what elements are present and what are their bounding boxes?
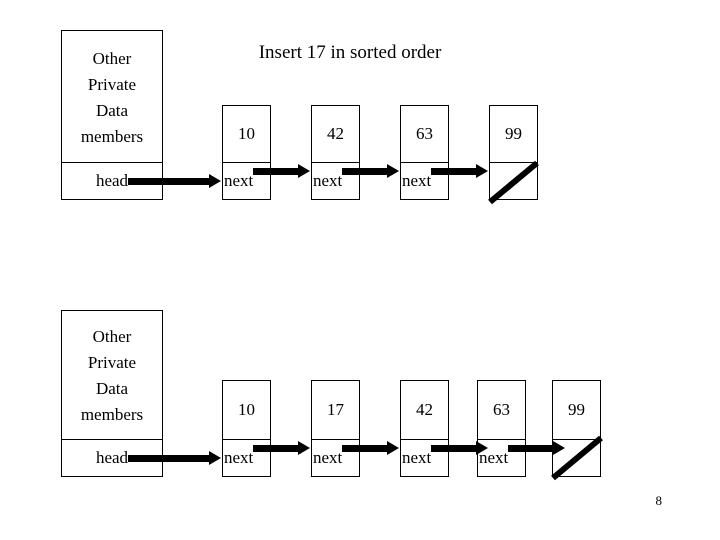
node-link-arrow-before-2	[431, 164, 488, 178]
node-value: 42	[416, 400, 433, 419]
head-pointer-cell-before: head	[62, 162, 162, 199]
node-link-arrow-after-2	[431, 441, 488, 455]
node-value: 99	[505, 124, 522, 143]
list-node-after-3: 63 next	[477, 380, 526, 477]
page-title: Insert 17 in sorted order	[258, 42, 442, 63]
node-next-cell: next	[223, 439, 270, 476]
node-value: 17	[327, 400, 344, 419]
node-next-label: next	[313, 448, 343, 467]
node-next-cell: next	[312, 439, 359, 476]
object-box-after: Other Private Data members head	[61, 310, 163, 477]
object-data-line: Data	[95, 100, 129, 120]
object-private-data-after: Other Private Data members	[62, 311, 162, 439]
list-node-after-1: 17 next	[311, 380, 360, 477]
node-value: 99	[568, 400, 585, 419]
node-link-arrow-before-1	[342, 164, 399, 178]
object-data-line: members	[80, 405, 144, 424]
head-pointer-cell-after: head	[62, 439, 162, 476]
object-data-line: Other	[92, 48, 132, 68]
list-node-before-2: 63 next	[400, 105, 449, 200]
node-value: 63	[416, 124, 433, 143]
list-node-after-0: 10 next	[222, 380, 271, 477]
object-data-line: members	[80, 126, 144, 146]
node-next-label: next	[224, 171, 254, 190]
node-next-label: next	[224, 448, 254, 467]
list-node-before-0: 10 next	[222, 105, 271, 200]
node-next-cell: next	[401, 162, 448, 199]
node-next-cell	[490, 162, 537, 199]
list-node-after-4: 99	[552, 380, 601, 477]
page-number: 8	[655, 493, 663, 508]
head-pointer-arrow-after	[128, 451, 221, 465]
object-data-line: Private	[87, 74, 137, 94]
node-link-arrow-after-1	[342, 441, 399, 455]
list-node-before-3: 99	[489, 105, 538, 200]
object-data-line: Other	[92, 327, 132, 346]
node-next-label: next	[313, 171, 343, 190]
object-data-line: Private	[87, 353, 137, 372]
node-next-cell: next	[312, 162, 359, 199]
node-value: 10	[238, 400, 255, 419]
head-pointer-arrow-before	[128, 174, 221, 188]
node-next-label: next	[402, 171, 432, 190]
node-link-arrow-after-0	[253, 441, 310, 455]
node-next-cell: next	[223, 162, 270, 199]
list-node-after-2: 42 next	[400, 380, 449, 477]
node-link-arrow-after-3	[508, 441, 565, 455]
object-data-line: Data	[95, 379, 129, 398]
node-value: 42	[327, 124, 344, 143]
node-link-arrow-before-0	[253, 164, 310, 178]
object-private-data-before: Other Private Data members	[62, 31, 162, 162]
object-box-before: Other Private Data members head	[61, 30, 163, 200]
node-value: 10	[238, 124, 255, 143]
node-value: 63	[493, 400, 510, 419]
list-node-before-1: 42 next	[311, 105, 360, 200]
node-next-label: next	[402, 448, 432, 467]
node-next-cell: next	[401, 439, 448, 476]
